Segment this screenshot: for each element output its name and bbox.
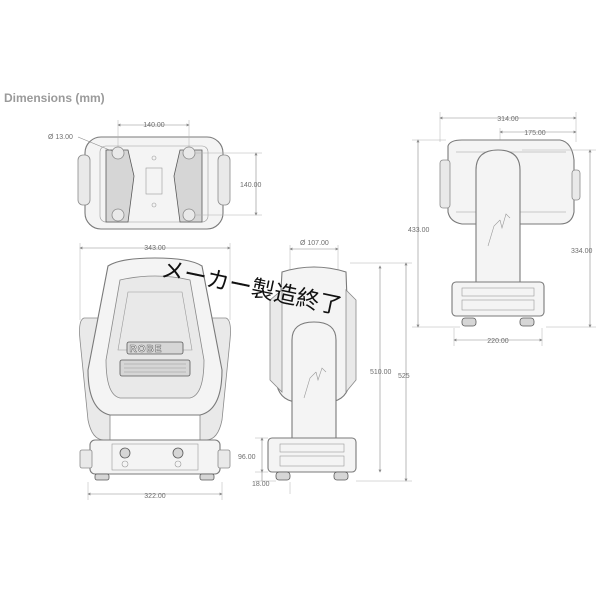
side-height-label: 510.00 [370,369,392,376]
side-view: Ø 107.00 510.00 525 96.00 18.00 [238,240,412,494]
rear-width-label: 314.00 [497,116,519,123]
foot-height-label: 18.00 [252,481,270,488]
rear-view: 314.00 175.00 433.00 334.00 220.00 [408,112,596,346]
rear-offset-label: 175.00 [524,130,546,137]
base-height-label: 96.00 [238,454,256,461]
rear-height-label: 433.00 [408,227,430,234]
top-width-label: 140.00 [143,122,165,129]
front-view: 343.00 ROBE 322.00 [79,243,231,500]
rear-base-width-label: 220.00 [487,338,509,345]
top-height-label: 140.00 [240,182,262,189]
rear-arm-height-label: 334.00 [571,248,593,255]
page-title: Dimensions (mm) [4,91,105,105]
top-view: 140.00 Ø 13.00 140.00 [48,120,262,230]
total-height-label: 525 [398,373,410,380]
base-width-label: 322.00 [144,493,166,500]
side-lens-dia-label: Ø 107.00 [300,240,329,247]
robe-logo: ROBE [130,344,163,355]
hole-dia-label: Ø 13.00 [48,134,73,141]
front-width-label: 343.00 [144,245,166,252]
